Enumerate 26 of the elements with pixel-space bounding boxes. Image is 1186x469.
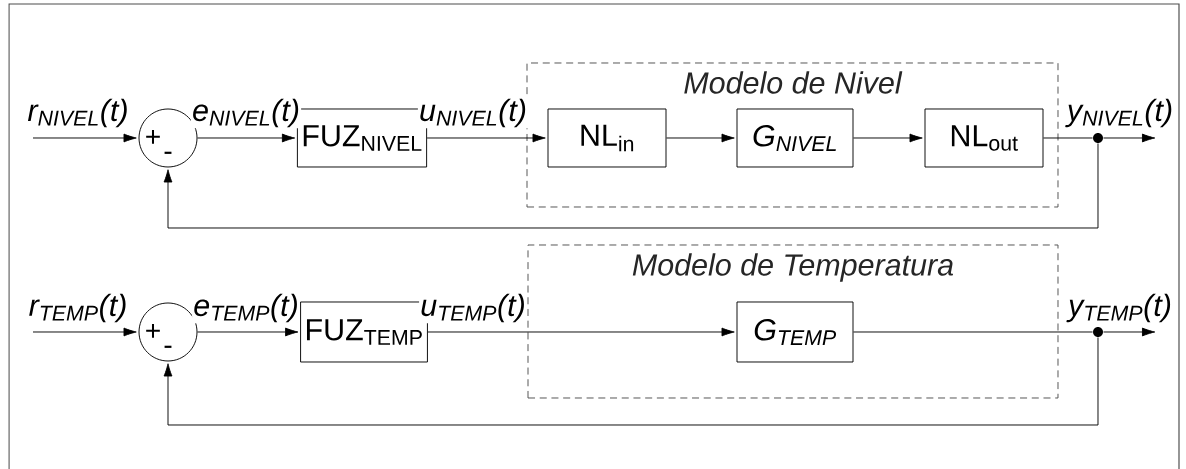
signal-label: u$_{NIVEL}$(t) — [417, 97, 529, 129]
arrow — [426, 133, 546, 143]
signal-label: e$_{TEMP}$(t) — [192, 292, 300, 324]
signal-label: r$_{NIVEL}$(t) — [26, 97, 130, 129]
arrow — [666, 133, 735, 143]
arrow — [32, 327, 137, 337]
block-box: NL$_{out}$ — [924, 108, 1044, 168]
signal-label: e$_{NIVEL}$(t) — [190, 97, 302, 129]
block-box: G$_{NIVEL}$ — [736, 108, 854, 168]
block-box: NL$_{in}$ — [547, 108, 667, 168]
line — [853, 331, 1093, 333]
arrow — [163, 337, 1099, 426]
arrow — [32, 133, 137, 143]
arrow — [197, 133, 296, 143]
arrow — [1103, 327, 1156, 337]
block-box: G$_{TEMP}$ — [736, 301, 854, 363]
signal-label: r$_{TEMP}$(t) — [27, 292, 129, 324]
arrow — [197, 327, 299, 337]
signal-label: u$_{TEMP}$(t) — [419, 292, 527, 324]
line — [1043, 137, 1093, 139]
signal-label: y$_{NIVEL}$(t) — [1065, 97, 1175, 129]
arrow — [427, 327, 735, 337]
arrow — [163, 143, 1099, 229]
arrow — [853, 133, 923, 143]
signal-label: y$_{TEMP}$(t) — [1066, 292, 1174, 324]
arrow — [1103, 133, 1156, 143]
